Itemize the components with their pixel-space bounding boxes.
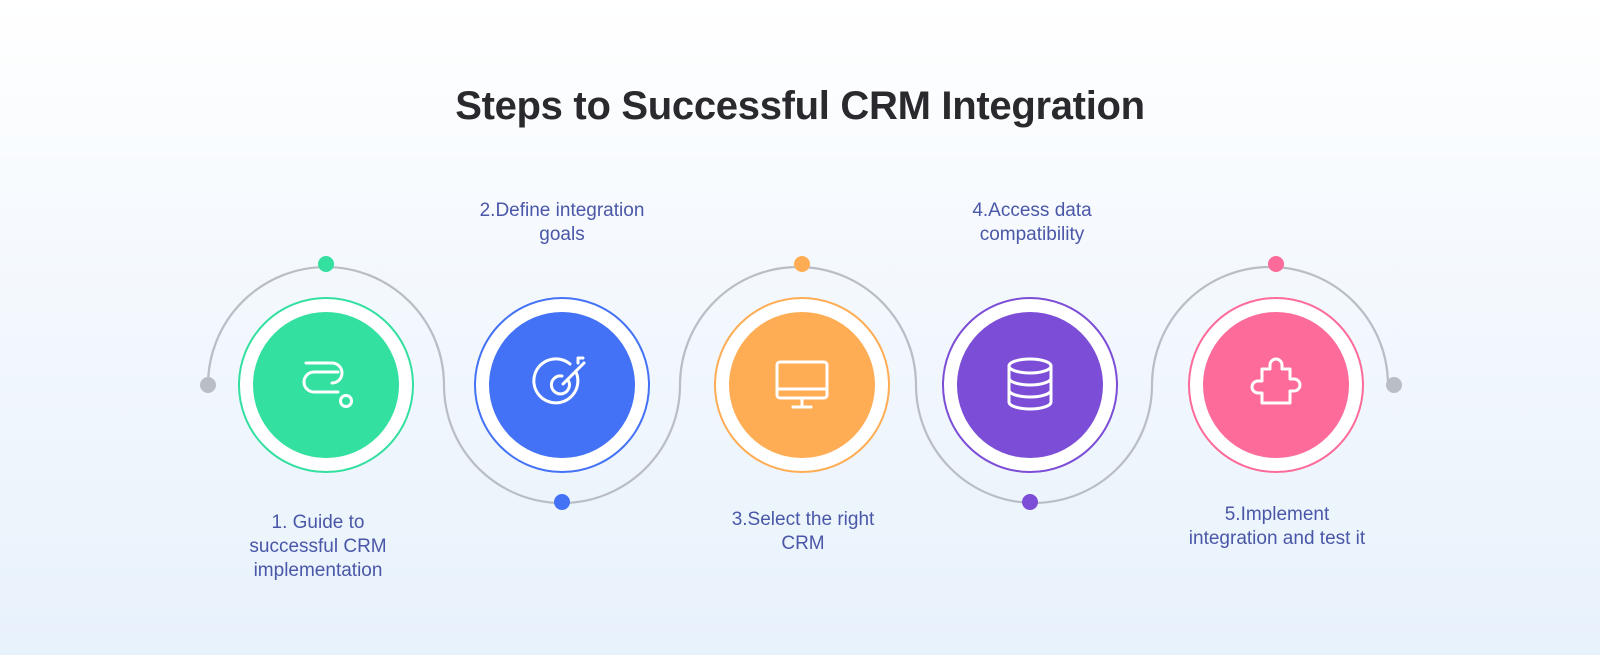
step-5-label-line: integration and test it [1188, 528, 1366, 549]
step-2-label-line: goals [539, 224, 585, 245]
step-1-label: 1. Guide to successful CRM implementatio… [198, 511, 438, 583]
step-5-label: 5.Implement integration and test it [1157, 503, 1397, 551]
step-3 [714, 297, 890, 473]
diagram-title: Steps to Successful CRM Integration [455, 84, 1145, 128]
monitor-icon [775, 360, 829, 409]
step-2-label-line: 2.Define integration [479, 200, 645, 221]
step-1-label-line: successful CRM [249, 536, 387, 557]
step-3-label: 3.Select the right CRM [683, 508, 923, 556]
step-4-label-line: 4.Access data [972, 200, 1092, 221]
step-4-dot [1022, 494, 1038, 510]
step-1-label-line: 1. Guide to [271, 512, 365, 533]
step-3-dot [794, 256, 810, 272]
route-icon [302, 361, 353, 408]
step-3-label-line: CRM [781, 533, 825, 554]
step-2 [474, 297, 650, 473]
step-2-label: 2.Define integration goals [442, 199, 682, 247]
step-3-circle [729, 312, 875, 458]
step-5-label-line: 5.Implement [1224, 504, 1330, 525]
step-1 [238, 297, 414, 473]
end-dot [1386, 377, 1402, 393]
start-dot [200, 377, 216, 393]
step-5-dot [1268, 256, 1284, 272]
step-1-circle [253, 312, 399, 458]
step-5 [1188, 297, 1364, 473]
step-3-label-line: 3.Select the right [731, 509, 875, 530]
step-4-label: 4.Access data compatibility [912, 199, 1152, 247]
step-2-dot [554, 494, 570, 510]
step-1-label-line: implementation [253, 560, 383, 581]
step-5-circle [1203, 312, 1349, 458]
step-4-label-line: compatibility [979, 224, 1085, 245]
target-icon [532, 356, 586, 405]
step-4 [942, 297, 1118, 473]
step-1-dot [318, 256, 334, 272]
puzzle-icon [1250, 357, 1302, 405]
database-icon [1007, 357, 1053, 411]
